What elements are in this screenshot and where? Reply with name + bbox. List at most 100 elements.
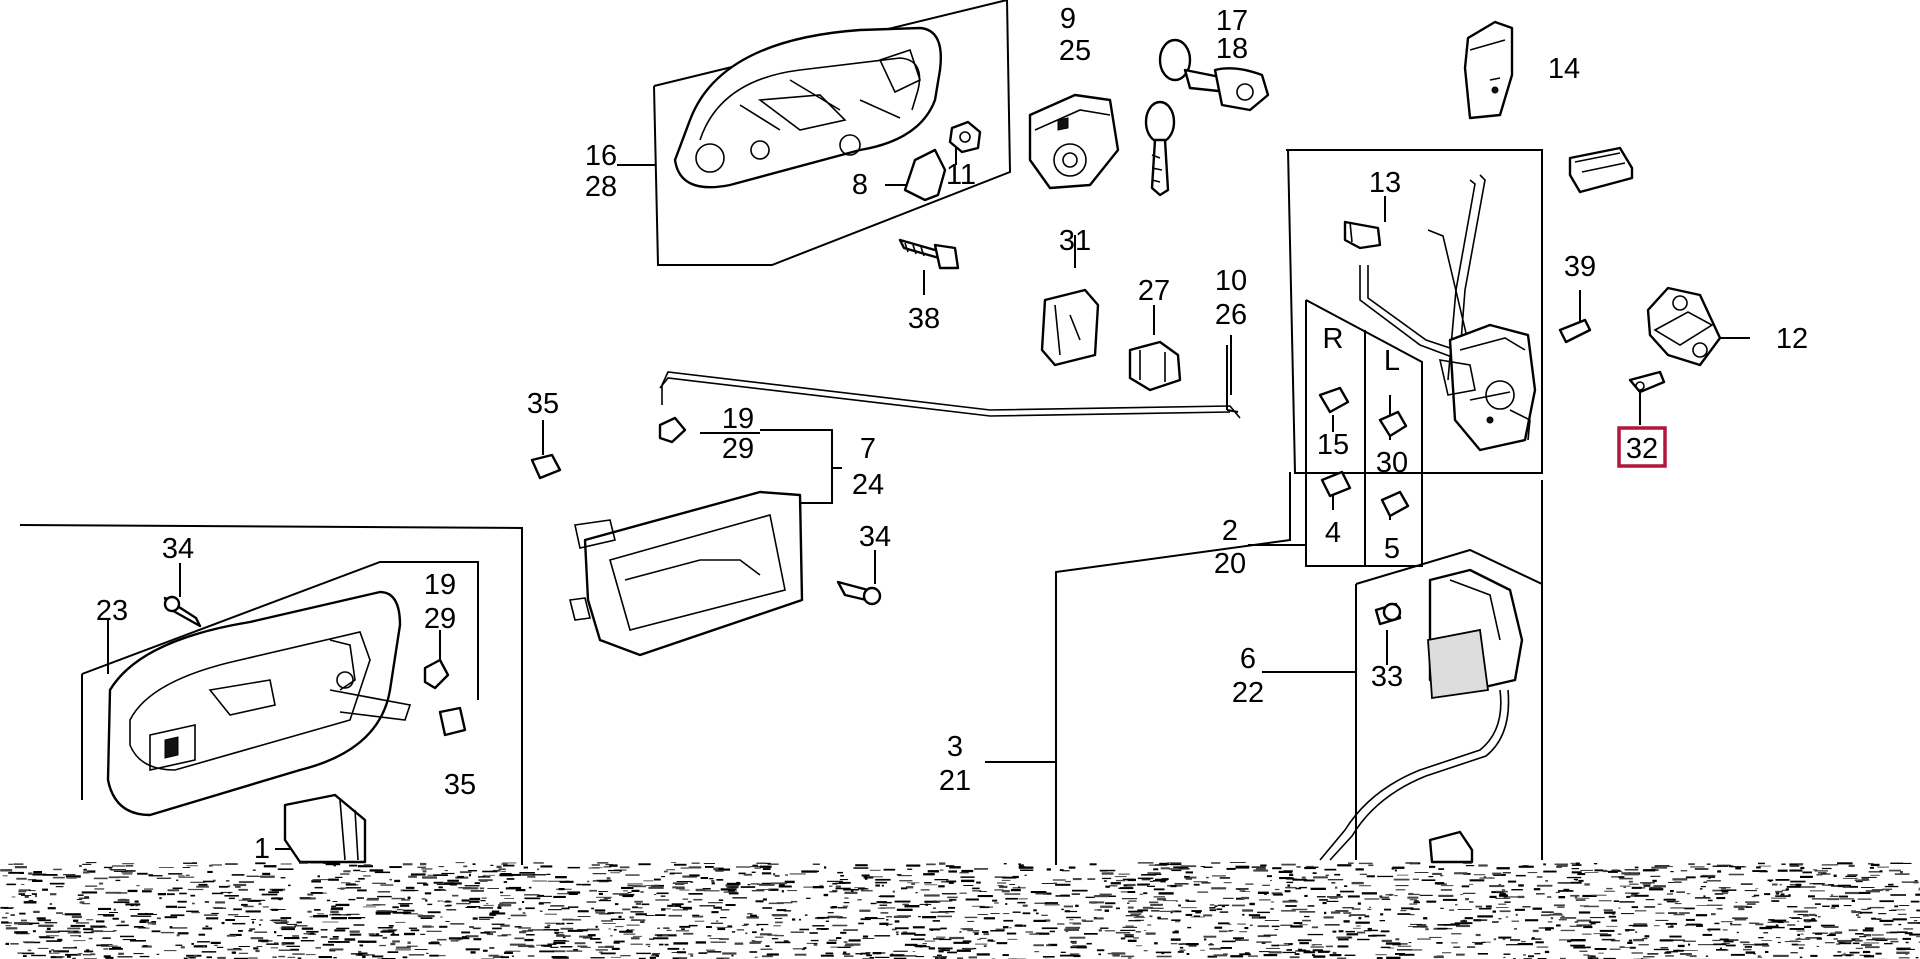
noise-stroke [16, 877, 27, 880]
noise-stroke [615, 926, 624, 928]
noise-stroke [1878, 913, 1887, 915]
noise-stroke [491, 910, 500, 913]
noise-stroke [832, 924, 848, 927]
noise-stroke [688, 866, 702, 869]
noise-stroke [924, 882, 932, 884]
noise-stroke [1685, 876, 1696, 879]
noise-stroke [759, 884, 775, 886]
noise-stroke [886, 916, 893, 918]
noise-stroke [1209, 904, 1215, 906]
noise-stroke [461, 899, 470, 902]
noise-stroke [1577, 873, 1586, 876]
noise-stroke [870, 902, 877, 905]
noise-stroke [681, 928, 685, 930]
noise-stroke [731, 954, 734, 957]
noise-stroke [1852, 942, 1860, 945]
noise-stroke [211, 864, 222, 866]
noise-stroke [750, 883, 760, 885]
noise-stroke [1899, 871, 1903, 874]
noise-stroke [243, 905, 254, 908]
noise-stroke [524, 894, 540, 896]
noise-stroke [554, 932, 564, 934]
noise-stroke [618, 915, 622, 918]
noise-stroke [1069, 919, 1074, 921]
noise-stroke [414, 949, 428, 950]
noise-stroke [1065, 926, 1081, 929]
noise-stroke [598, 891, 608, 892]
noise-stroke [1477, 915, 1493, 918]
noise-stroke [313, 915, 328, 918]
noise-stroke [1871, 917, 1876, 920]
noise-stroke [1002, 876, 1017, 879]
noise-stroke [1150, 907, 1164, 909]
noise-stroke [1716, 908, 1723, 910]
noise-stroke [1868, 871, 1883, 873]
noise-stroke [1185, 878, 1192, 880]
noise-stroke [1767, 879, 1774, 882]
noise-stroke [1771, 897, 1787, 899]
noise-stroke [1746, 903, 1756, 905]
noise-stroke [372, 882, 386, 884]
noise-stroke [736, 866, 751, 868]
noise-stroke [1604, 911, 1616, 914]
noise-stroke [157, 893, 167, 896]
noise-stroke [281, 927, 295, 931]
noise-stroke [1270, 908, 1274, 910]
noise-stroke [937, 957, 941, 959]
noise-stroke [272, 956, 277, 958]
noise-stroke [1174, 930, 1179, 932]
noise-stroke [96, 944, 109, 947]
noise-stroke [1384, 908, 1392, 911]
noise-stroke [1625, 892, 1640, 894]
noise-stroke [661, 908, 666, 911]
noise-stroke [301, 927, 314, 930]
noise-stroke [1603, 909, 1613, 911]
noise-stroke [28, 872, 33, 875]
noise-stroke [271, 889, 283, 892]
noise-stroke [82, 863, 92, 865]
noise-stroke [1913, 881, 1919, 884]
noise-stroke [277, 935, 283, 937]
noise-stroke [962, 928, 973, 931]
noise-stroke [1828, 933, 1836, 936]
noise-stroke [1621, 913, 1634, 915]
noise-stroke [1343, 912, 1352, 914]
noise-stroke [1048, 943, 1058, 947]
noise-stroke [1695, 897, 1711, 899]
noise-stroke [1666, 952, 1671, 954]
noise-stroke [1775, 937, 1781, 939]
callout-38: 38 [908, 303, 940, 335]
noise-stroke [1643, 885, 1651, 887]
noise-stroke [1450, 923, 1460, 926]
noise-stroke [1498, 918, 1502, 920]
noise-stroke [1099, 869, 1116, 872]
noise-stroke [666, 869, 676, 871]
noise-stroke [1712, 939, 1721, 942]
noise-stroke [31, 954, 46, 957]
noise-stroke [1082, 920, 1094, 922]
noise-stroke [478, 907, 494, 909]
noise-stroke [1180, 865, 1197, 868]
noise-stroke [1052, 879, 1066, 881]
noise-stroke [292, 953, 305, 955]
noise-stroke [914, 933, 926, 936]
noise-stroke [1033, 944, 1044, 947]
noise-stroke [183, 862, 198, 864]
noise-stroke [875, 881, 888, 884]
noise-stroke [1296, 866, 1301, 868]
noise-stroke [1033, 909, 1037, 912]
noise-stroke [1364, 915, 1370, 918]
noise-stroke [251, 919, 256, 920]
noise-stroke [1061, 870, 1070, 872]
noise-stroke [1576, 919, 1592, 922]
noise-stroke [1772, 920, 1783, 923]
noise-stroke [622, 908, 631, 911]
noise-stroke [1647, 869, 1656, 871]
noise-stroke [1628, 880, 1633, 883]
noise-stroke [1322, 901, 1327, 905]
noise-stroke [832, 882, 838, 885]
noise-stroke [598, 899, 611, 902]
noise-stroke [1777, 941, 1781, 944]
noise-stroke [1089, 863, 1097, 866]
noise-stroke [382, 936, 388, 939]
